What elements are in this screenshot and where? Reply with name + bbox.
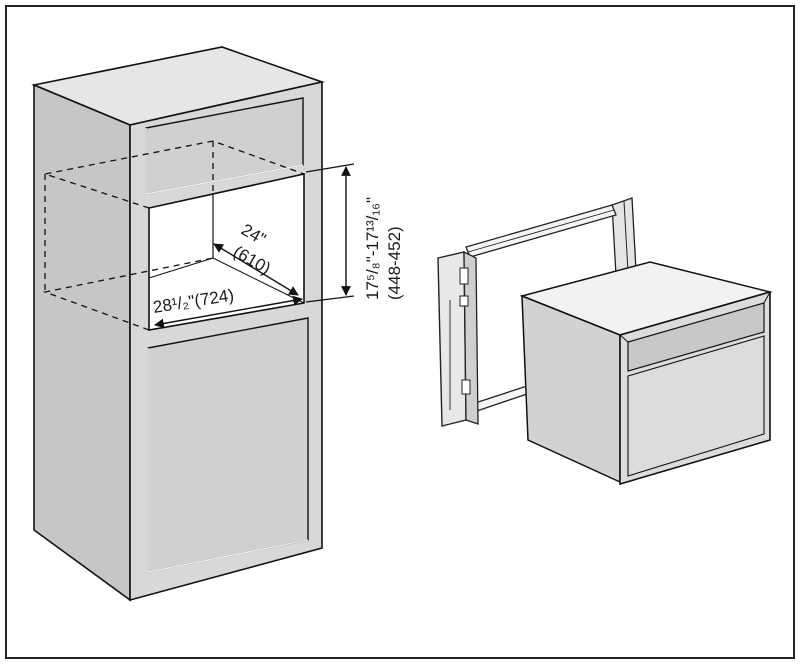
mounting-frame [437, 197, 637, 427]
lower-door-panel [147, 317, 309, 573]
depth-arrow [213, 243, 299, 296]
appliance-drawer [519, 261, 773, 486]
height-label-mm: (448-452) [385, 226, 404, 300]
cabinet [31, 46, 355, 602]
height-label-in: 17⁵/₈"-17¹³/₁₆" [363, 197, 382, 300]
width-arrow [154, 295, 303, 329]
control-strip [627, 302, 765, 372]
cabinet-side [33, 83, 131, 602]
hidden-niche-lines [42, 140, 305, 331]
diagram-border [5, 5, 795, 659]
